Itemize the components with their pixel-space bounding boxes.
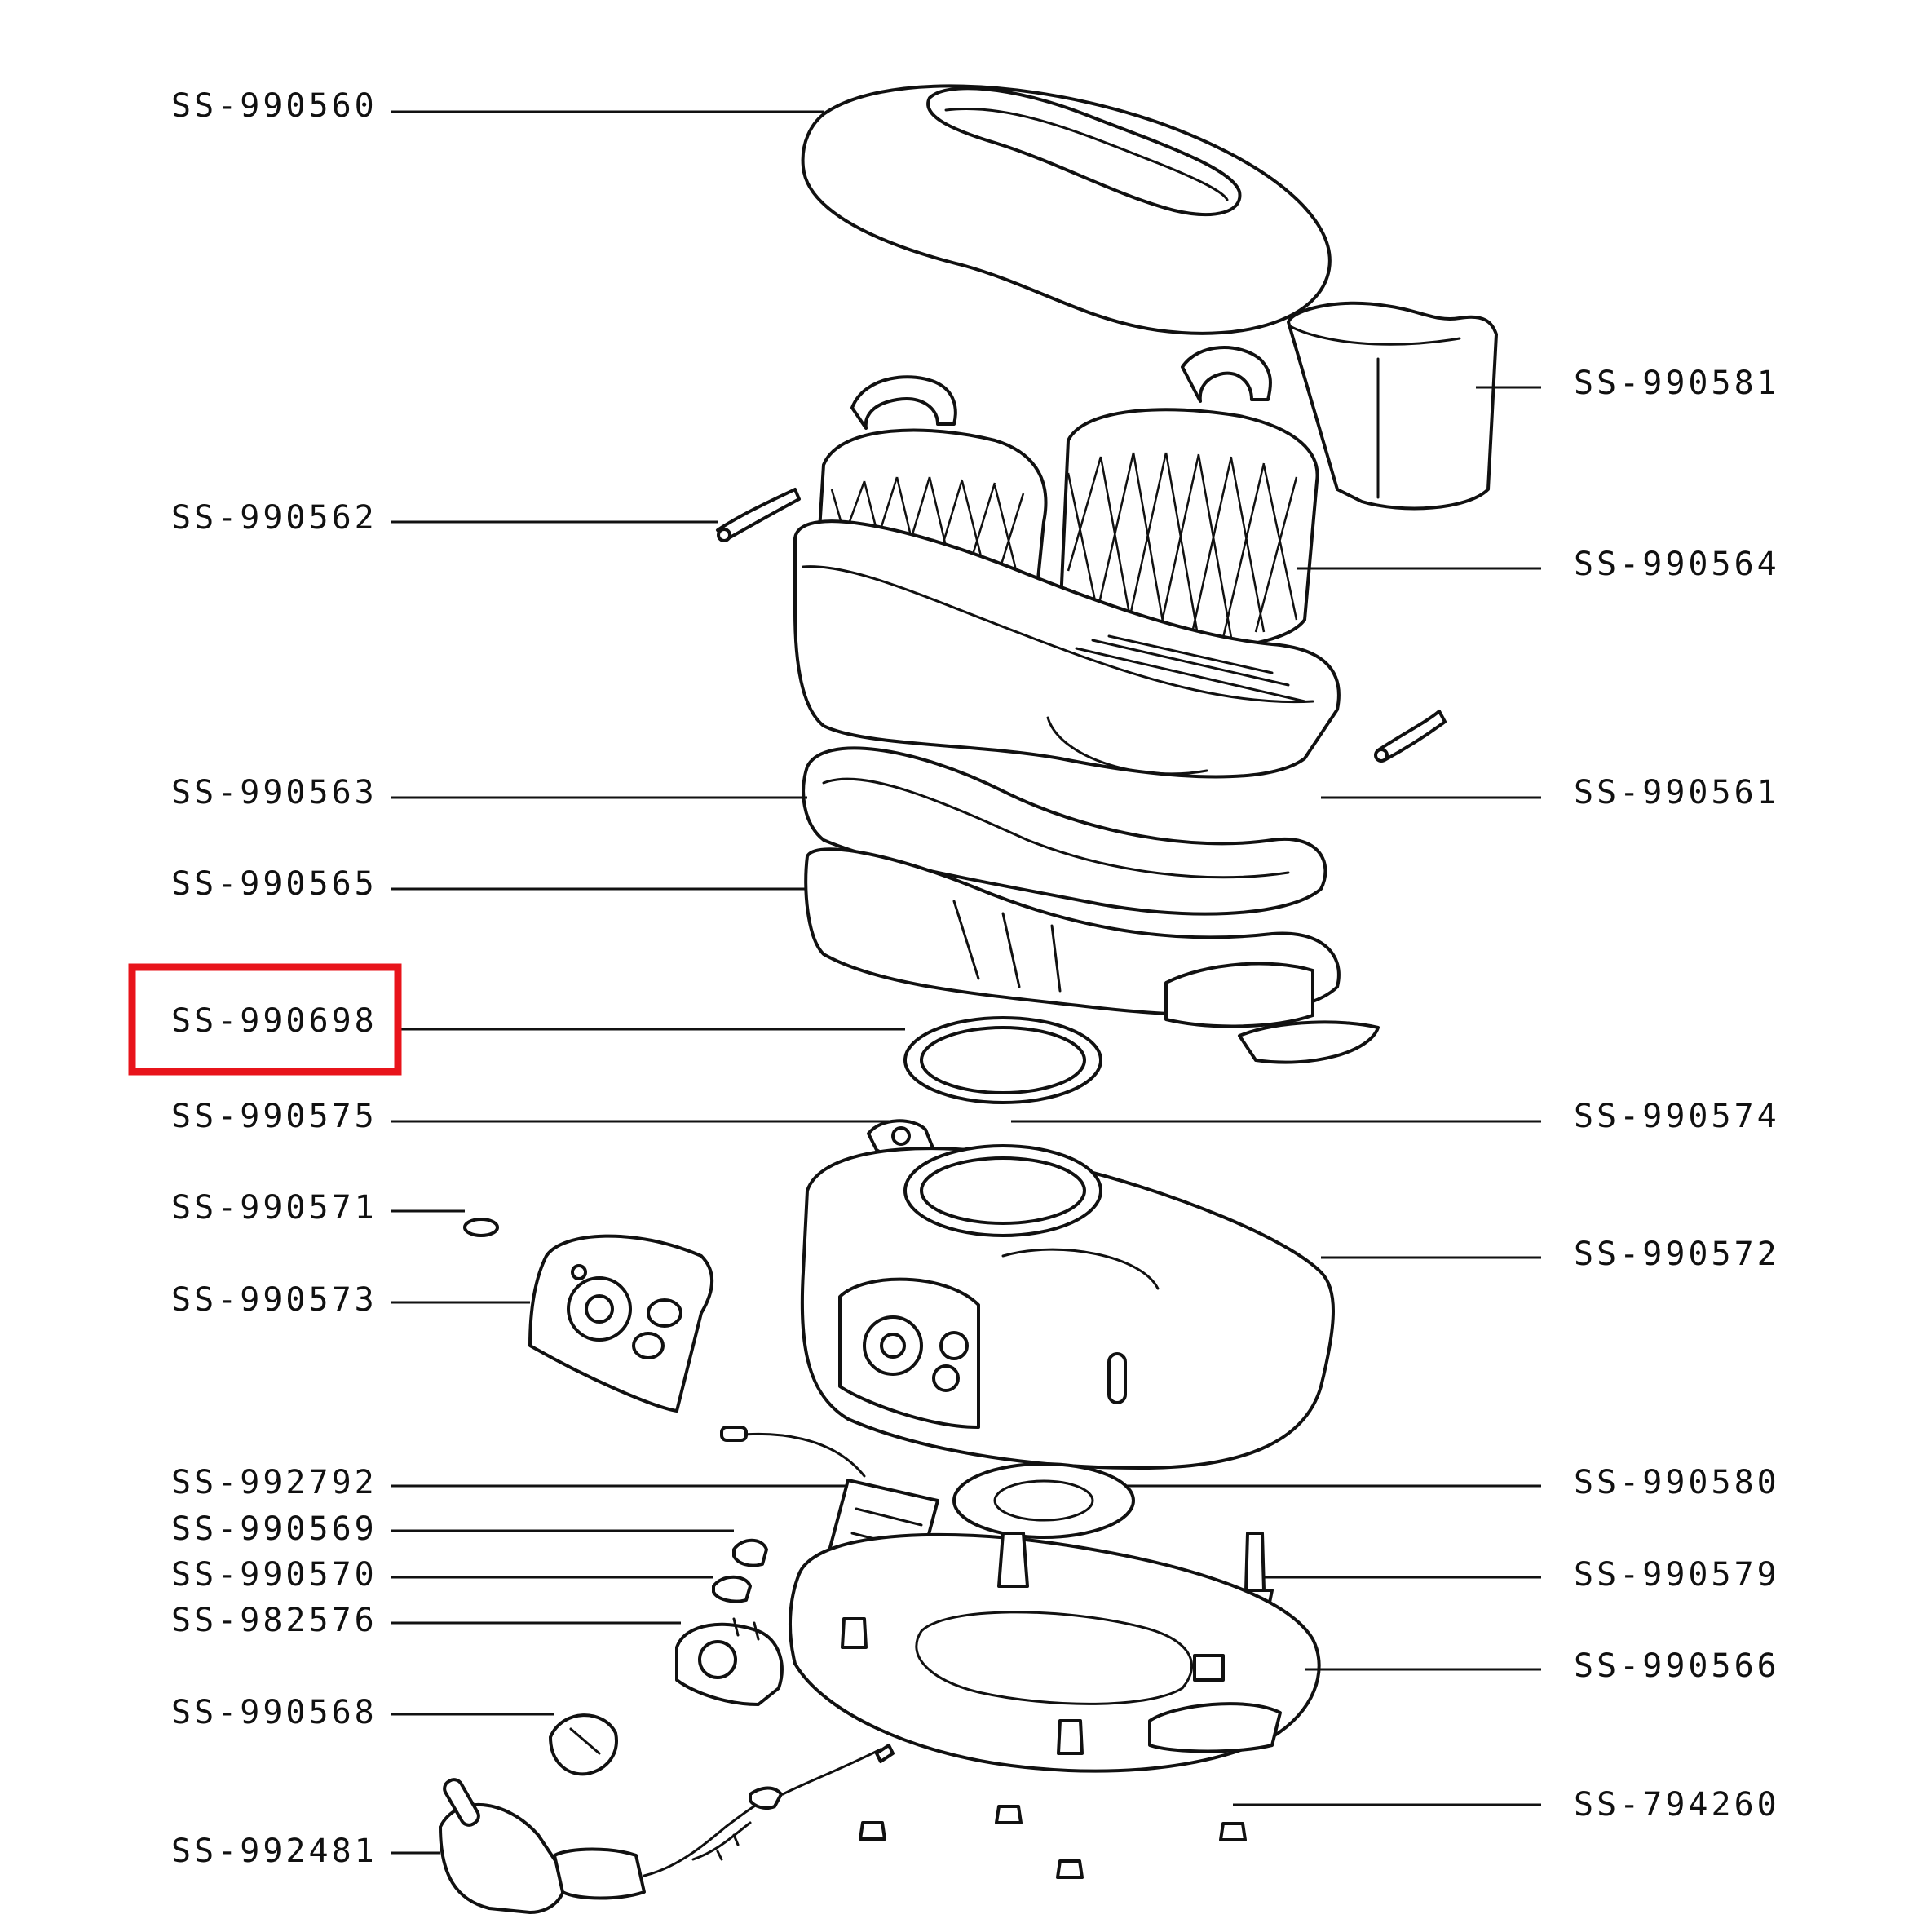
part-power-cord: [439, 1744, 895, 1914]
part-base-housing: [800, 1144, 1335, 1470]
label-ss-990561[interactable]: SS-990561: [1574, 774, 1780, 811]
label-ss-990572[interactable]: SS-990572: [1574, 1236, 1780, 1273]
label-ss-990562[interactable]: SS-990562: [171, 499, 378, 537]
label-ss-990569[interactable]: SS-990569: [171, 1510, 378, 1548]
label-ss-794260[interactable]: SS-794260: [1574, 1786, 1780, 1824]
label-ss-990571[interactable]: SS-990571: [171, 1189, 378, 1227]
part-knob: [549, 1713, 618, 1776]
label-ss-990574[interactable]: SS-990574: [1574, 1098, 1780, 1135]
label-ss-992481[interactable]: SS-992481: [171, 1833, 378, 1870]
label-ss-990698[interactable]: SS-990698: [171, 1002, 378, 1040]
part-timer: [675, 1617, 784, 1706]
label-ss-990563[interactable]: SS-990563: [171, 774, 378, 811]
label-ss-990560[interactable]: SS-990560: [171, 87, 378, 125]
label-ss-990579[interactable]: SS-990579: [1574, 1556, 1780, 1594]
label-ss-990566[interactable]: SS-990566: [1574, 1647, 1780, 1685]
label-ss-992792[interactable]: SS-992792: [171, 1464, 378, 1501]
leader-lines: [391, 110, 1541, 1855]
part-lamp-cap: [732, 1538, 768, 1567]
part-base-plate: [789, 1532, 1321, 1773]
part-measuring-cup: [1287, 301, 1498, 511]
label-ss-990575[interactable]: SS-990575: [171, 1098, 378, 1135]
part-small-spring: [463, 1218, 499, 1237]
part-lamp-lens: [712, 1575, 752, 1603]
label-ss-990565[interactable]: SS-990565: [171, 865, 378, 903]
labels-right: SS-990581 SS-990564 SS-990561 SS-990574 …: [1574, 365, 1780, 1824]
label-ss-990581[interactable]: SS-990581: [1574, 365, 1780, 402]
part-heating-plate: [952, 1462, 1135, 1539]
label-ss-982576[interactable]: SS-982576: [171, 1602, 378, 1639]
part-clip-left: [716, 488, 801, 542]
label-ss-990564[interactable]: SS-990564: [1574, 546, 1780, 583]
part-lid: [801, 84, 1332, 335]
part-clip-right: [1374, 710, 1447, 763]
part-seal-ring: [903, 1016, 1102, 1104]
part-condensation-tray: [804, 847, 1380, 1064]
label-ss-990573[interactable]: SS-990573: [171, 1281, 378, 1319]
part-control-panel: [528, 1234, 714, 1413]
label-ss-990570[interactable]: SS-990570: [171, 1556, 378, 1594]
labels-left: SS-990560 SS-990562 SS-990563 SS-990565 …: [171, 87, 378, 1870]
label-ss-990568[interactable]: SS-990568: [171, 1694, 378, 1731]
part-steam-bowl: [793, 519, 1341, 779]
label-ss-990580[interactable]: SS-990580: [1574, 1464, 1780, 1501]
highlight-box: [128, 963, 402, 1076]
part-rubber-feet: [859, 1805, 1247, 1879]
